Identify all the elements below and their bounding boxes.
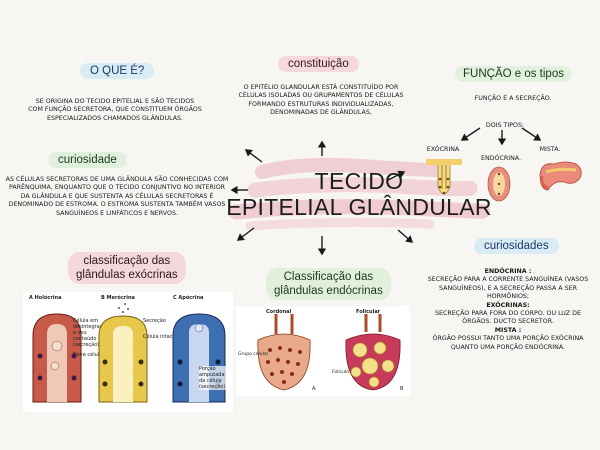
- center-title-line2: EPITELIAL GLÂNDULAR: [226, 194, 492, 220]
- arrow-to-classificacao-exo: [236, 227, 255, 241]
- annotation-label-b: B: [400, 386, 404, 392]
- dois-tipos-label: DOIS TIPOS:: [485, 122, 525, 129]
- curiosidades-block: ENDÓCRINA : SECREÇÃO PARA A CORRENTE SAN…: [420, 268, 596, 352]
- curiosidade-title: curiosidade: [48, 152, 127, 168]
- curiosidades-endocrina-text: SECREÇÃO PARA A CORRENTE SANGUÍNEA (VASO…: [427, 276, 589, 301]
- arrow-to-funcao: [387, 170, 406, 181]
- tipo-endocrina: ENDÓCRINA.: [480, 155, 522, 162]
- curiosidades-title: curiosidades: [474, 238, 559, 254]
- tipo-mista: MISTA.: [539, 146, 561, 153]
- tipo-exocrina: EXÓCRINA: [426, 146, 460, 153]
- curiosidades-mista-text: ÓRGÃO POSSUI TANTO UMA PORÇÃO EXÓCRINA Q…: [432, 335, 584, 351]
- curiosidades-endocrina-label: ENDÓCRINA :: [484, 268, 532, 275]
- arrow-to-o-que-e: [244, 149, 263, 163]
- merocrine-gland-drawing: [98, 303, 148, 403]
- exocrine-classification-figure: A Holócrina B Merócrina C Apócrina Célul…: [23, 292, 233, 412]
- annotation-grupo-celular: Grupo celular: [238, 352, 269, 357]
- curiosidade-text: AS CÉLULAS SECRETORAS DE UMA GLÂNDULA SÃ…: [5, 176, 229, 217]
- annotation-secrecao: Secreção: [143, 318, 166, 324]
- o-que-e-title: O QUE É?: [80, 63, 155, 79]
- holocrine-gland-drawing: [32, 313, 82, 403]
- curiosidades-exocrina-label: EXÓCRINAS:: [486, 301, 530, 309]
- endocrine-gland-illustration: [487, 166, 511, 202]
- constituicao-title: constituição: [278, 56, 359, 72]
- annotation-label-a: A: [312, 386, 316, 392]
- cordonal-gland-drawing: [257, 314, 311, 391]
- exocrine-gland-illustration: [426, 159, 462, 195]
- apocrine-gland-drawing: [172, 313, 226, 403]
- center-title: TECIDO EPITELIAL GLÂNDULAR: [224, 168, 494, 220]
- arrow-to-curiosidades: [397, 229, 414, 243]
- center-title-line1: TECIDO: [314, 168, 404, 194]
- annotation-desintegracao: Célula em desintegração e seu conteúdo (…: [73, 318, 109, 348]
- panel-merocrina-label: B Merócrina: [101, 295, 135, 301]
- mixed-gland-illustration: [539, 161, 582, 191]
- panel-apocrina-label: C Apócrina: [173, 295, 204, 301]
- annotation-nova-celula: Nova célula: [73, 352, 103, 358]
- folicular-gland-drawing: [345, 314, 401, 391]
- annotation-porcao-amputada: Porção amputada da célula (secreção): [199, 366, 231, 390]
- annotation-celula-intacta: Célula intacta: [143, 334, 178, 340]
- constituicao-text: O EPITÉLIO GLANDULAR ESTÁ CONSTITUÍDO PO…: [238, 84, 404, 117]
- endocrine-classification-figure: Cordonal Folicular Grupo celular A Folíc…: [236, 306, 410, 396]
- annotation-foliculo: Folículo: [332, 370, 350, 375]
- o-que-e-text: SE ORIGINA DO TECIDO EPITELIAL E SÃO TEC…: [28, 98, 202, 122]
- arrow-funcao-exocrina: [460, 127, 481, 141]
- classificacao-exo-title: classificação das glândulas exócrinas: [68, 252, 186, 284]
- funcao-text: FUNÇÃO É A SECREÇÃO.: [474, 95, 552, 102]
- panel-cordonal-label: Cordonal: [266, 309, 292, 315]
- panel-folicular-label: Folicular: [356, 309, 381, 315]
- curiosidades-mista-label: MISTA :: [494, 326, 522, 334]
- classificacao-endo-title: Classificação das glândulas endócrinas: [266, 268, 391, 300]
- arrow-funcao-mista: [521, 127, 542, 141]
- curiosidades-exocrina-text: SECREÇÃO PARA FORA DO CORPO. OU LUZ DE Ó…: [435, 310, 581, 326]
- panel-holocrina-label: A Holócrina: [29, 295, 62, 301]
- funcao-title: FUNÇÃO e os tipos: [455, 66, 572, 82]
